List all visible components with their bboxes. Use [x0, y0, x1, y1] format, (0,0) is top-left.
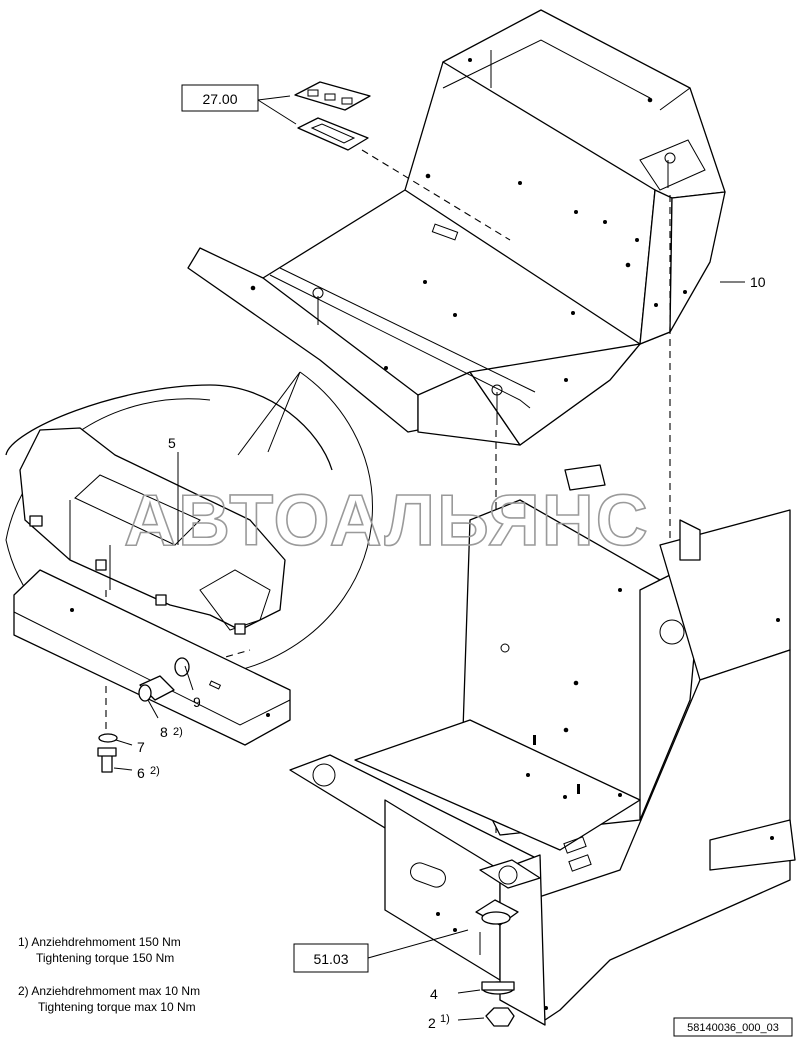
main-frame	[289, 464, 796, 1026]
torque-notes: 1) Anziehdrehmoment 150 Nm Tightening to…	[18, 935, 200, 1014]
note-1-en: Tightening torque 150 Nm	[36, 951, 174, 965]
part-2-label: 2	[428, 1015, 436, 1031]
watermark: АВТОАЛЬЯНС	[124, 481, 650, 561]
note-1-de: 1) Anziehdrehmoment 150 Nm	[18, 935, 181, 949]
part-4-label: 4	[430, 986, 438, 1002]
ref-box-51: 51.03	[293, 943, 369, 973]
part-8-label: 8	[160, 724, 168, 740]
part-6-note: 2)	[150, 765, 160, 777]
detail-view-circle	[5, 371, 373, 773]
ref-box-27: 27.00	[181, 84, 259, 112]
seat-console-part-10	[187, 9, 726, 446]
vibration-mount	[457, 899, 519, 1027]
cover-plate-kit	[257, 81, 371, 151]
note-2-de: 2) Anziehdrehmoment max 10 Nm	[18, 984, 200, 998]
leader-lines	[113, 281, 745, 959]
note-2-en: Tightening torque max 10 Nm	[38, 1000, 196, 1014]
part-7-label: 7	[137, 739, 145, 755]
part-5-label: 5	[168, 435, 176, 451]
drawing-code: 58140036_000_03	[673, 1017, 793, 1037]
part-10-label: 10	[750, 274, 766, 290]
drawing-code-label: 58140036_000_03	[687, 1022, 779, 1034]
part-6-label: 6	[137, 765, 145, 781]
ref-51-label: 51.03	[313, 951, 348, 967]
part-2-note: 1)	[440, 1013, 450, 1025]
ref-27-label: 27.00	[202, 91, 237, 107]
part-9-label: 9	[193, 694, 201, 710]
part-8-note: 2)	[173, 726, 183, 738]
